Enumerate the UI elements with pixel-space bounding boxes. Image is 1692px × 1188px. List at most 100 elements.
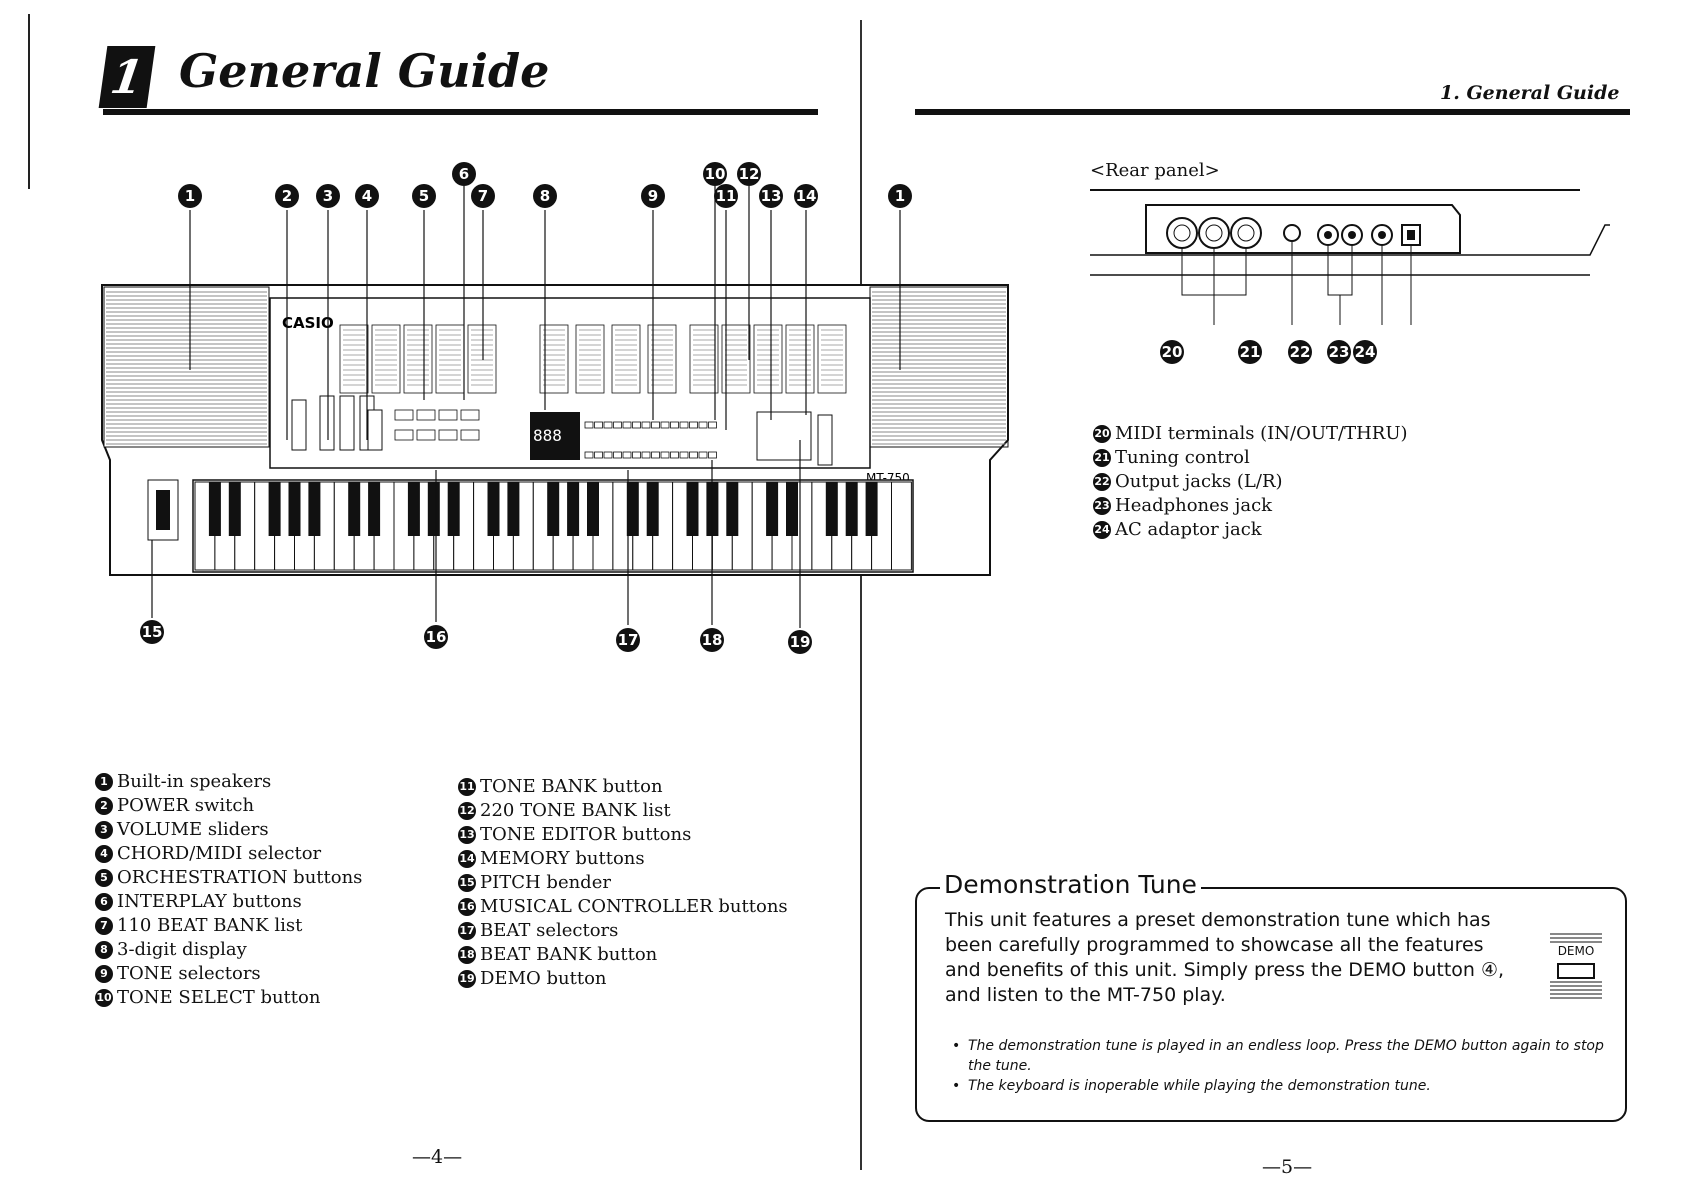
demo-note: •The keyboard is inoperable while playin…	[952, 1078, 1431, 1094]
demo-button-icon: DEMO	[1548, 930, 1604, 1004]
rear-panel-rule	[1090, 189, 1580, 191]
legend-item-text: MEMORY buttons	[480, 848, 645, 869]
rear-panel-label: <Rear panel>	[1090, 160, 1220, 181]
center-fold-line	[860, 20, 862, 1170]
callout-number-badge: 9	[95, 965, 113, 983]
legend-item-text: INTERPLAY buttons	[117, 891, 302, 912]
callout-number-badge: 13	[458, 826, 476, 844]
legend-item-text: Headphones jack	[1115, 495, 1273, 516]
legend-item-text: POWER switch	[117, 795, 255, 816]
callout-number: 1	[888, 184, 912, 208]
legend-item-text: BEAT selectors	[480, 920, 619, 941]
running-header: 1. General Guide	[1440, 82, 1620, 104]
callout-number: 2	[275, 184, 299, 208]
chapter-title: General Guide	[179, 44, 550, 98]
brand-logo: CASIO	[282, 314, 334, 332]
legend-item-text: AC adaptor jack	[1115, 519, 1262, 540]
tuning-knob	[1283, 224, 1301, 242]
chapter-number: 1	[98, 46, 156, 108]
legend-item-text: Built-in speakers	[117, 771, 272, 792]
callout-number-badge: 14	[458, 850, 476, 868]
callout-number: 1	[178, 184, 202, 208]
callout-number-badge: 17	[458, 922, 476, 940]
callout-number-badge: 11	[458, 778, 476, 796]
callout-number-badge: 18	[458, 946, 476, 964]
page-number-right: —5—	[1262, 1156, 1313, 1178]
callout-number: 4	[355, 184, 379, 208]
callout-number-badge: 4	[95, 845, 113, 863]
callout-number-badge: 21	[1093, 449, 1111, 467]
callout-number: 5	[412, 184, 436, 208]
legend-item-text: PITCH bender	[480, 872, 611, 893]
demo-body-text: This unit features a preset demonstratio…	[945, 909, 1505, 1006]
line-out-l-jack	[1317, 224, 1339, 246]
legend-item-text: ORCHESTRATION buttons	[117, 867, 363, 888]
callout-number: 18	[700, 628, 724, 652]
legend-item-text: TONE BANK button	[480, 776, 663, 797]
callout-number: 24	[1353, 340, 1377, 364]
title-rule	[103, 109, 818, 115]
demo-button-label: DEMO	[1548, 944, 1604, 958]
legend-item-text: Tuning control	[1115, 447, 1250, 468]
callout-number: 21	[1238, 340, 1262, 364]
callout-number: 16	[424, 625, 448, 649]
legend-item-text: 110 BEAT BANK list	[117, 915, 303, 936]
line-out-r-jack	[1341, 224, 1363, 246]
callout-number: 19	[788, 630, 812, 654]
callout-number: 3	[316, 184, 340, 208]
callout-number: 14	[794, 184, 818, 208]
callout-number: 9	[641, 184, 665, 208]
callout-number-badge: 16	[458, 898, 476, 916]
callout-number: 23	[1327, 340, 1351, 364]
callout-number-badge: 8	[95, 941, 113, 959]
demo-tune-box	[915, 887, 1627, 1122]
callout-number-badge: 7	[95, 917, 113, 935]
callout-number-badge: 6	[95, 893, 113, 911]
callout-number-badge: 23	[1093, 497, 1111, 515]
page-number-left: —4—	[412, 1146, 463, 1168]
midi-in-port	[1166, 217, 1198, 249]
callout-number: 7	[471, 184, 495, 208]
callout-number-badge: 2	[95, 797, 113, 815]
callout-number: 22	[1288, 340, 1312, 364]
left-speaker-grille	[103, 286, 270, 448]
legend-item-text: Output jacks (L/R)	[1115, 471, 1283, 492]
midi-thru-port	[1230, 217, 1262, 249]
callout-number-badge: 15	[458, 874, 476, 892]
callout-number-badge: 19	[458, 970, 476, 988]
demo-notes: •The demonstration tune is played in an …	[952, 1036, 1612, 1096]
callout-number: 11	[714, 184, 738, 208]
legend-item-text: MUSICAL CONTROLLER buttons	[480, 896, 788, 917]
callout-number: 12	[737, 162, 761, 186]
demo-note: •The demonstration tune is played in an …	[952, 1038, 1604, 1074]
callout-number-badge: 1	[95, 773, 113, 791]
rear-panel-illustration	[1090, 204, 1610, 325]
callout-number: 17	[616, 628, 640, 652]
callout-number: 13	[759, 184, 783, 208]
legend-item-text: TONE selectors	[117, 963, 261, 984]
callout-number: 10	[703, 162, 727, 186]
callout-number-badge: 12	[458, 802, 476, 820]
callout-number: 20	[1160, 340, 1184, 364]
callout-number-badge: 5	[95, 869, 113, 887]
left-margin-line	[28, 14, 30, 189]
legend-item-text: TONE SELECT button	[117, 987, 321, 1008]
legend-item-text: BEAT BANK button	[480, 944, 658, 965]
legend-item-text: VOLUME sliders	[117, 819, 269, 840]
callout-number-badge: 3	[95, 821, 113, 839]
